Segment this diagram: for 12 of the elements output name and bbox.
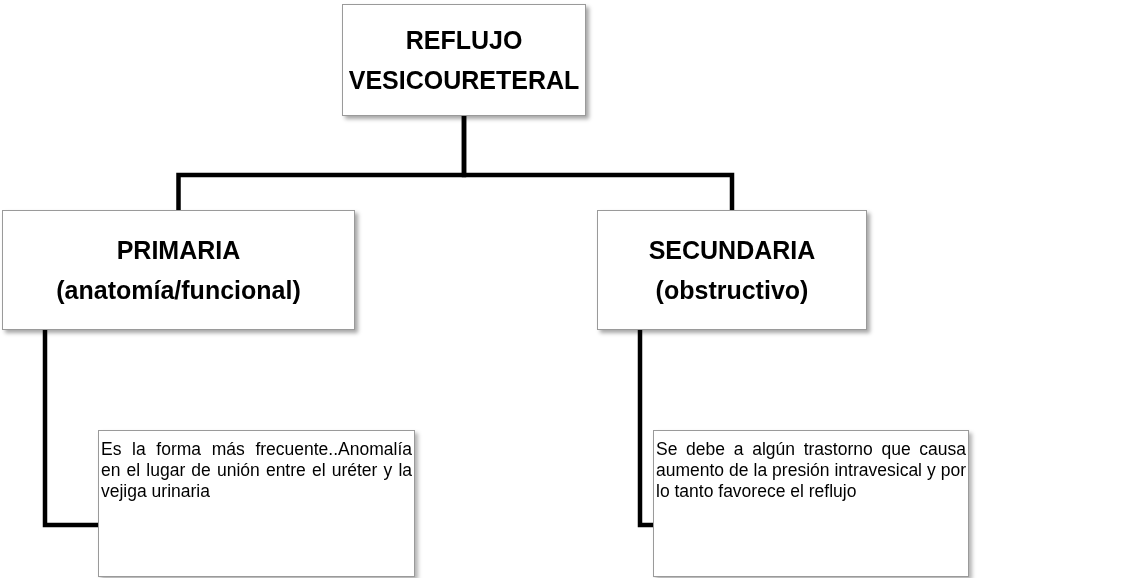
box-text: Es la forma más frecuente..Anomalía en el lugar de unión entre el uréter y la vejiga urinaria: [101, 439, 412, 502]
connector-line: [461, 116, 735, 210]
description-box: [653, 430, 969, 577]
box-heading: PRIMARIA (anatomía/funcional): [55, 235, 302, 306]
box-heading: REFLUJO VESICOURETERAL: [348, 25, 580, 96]
box-heading: SECUNDARIA (obstructivo): [647, 235, 817, 306]
title-box: [2, 210, 355, 330]
title-box: [597, 210, 867, 330]
connector-line: [42, 330, 98, 528]
box-text: Se debe a algún trastorno que causa aumento de la presión intravesical y por lo tanto favorece el reflujo: [656, 439, 966, 502]
title-box: [342, 4, 586, 116]
description-box: [98, 430, 415, 577]
